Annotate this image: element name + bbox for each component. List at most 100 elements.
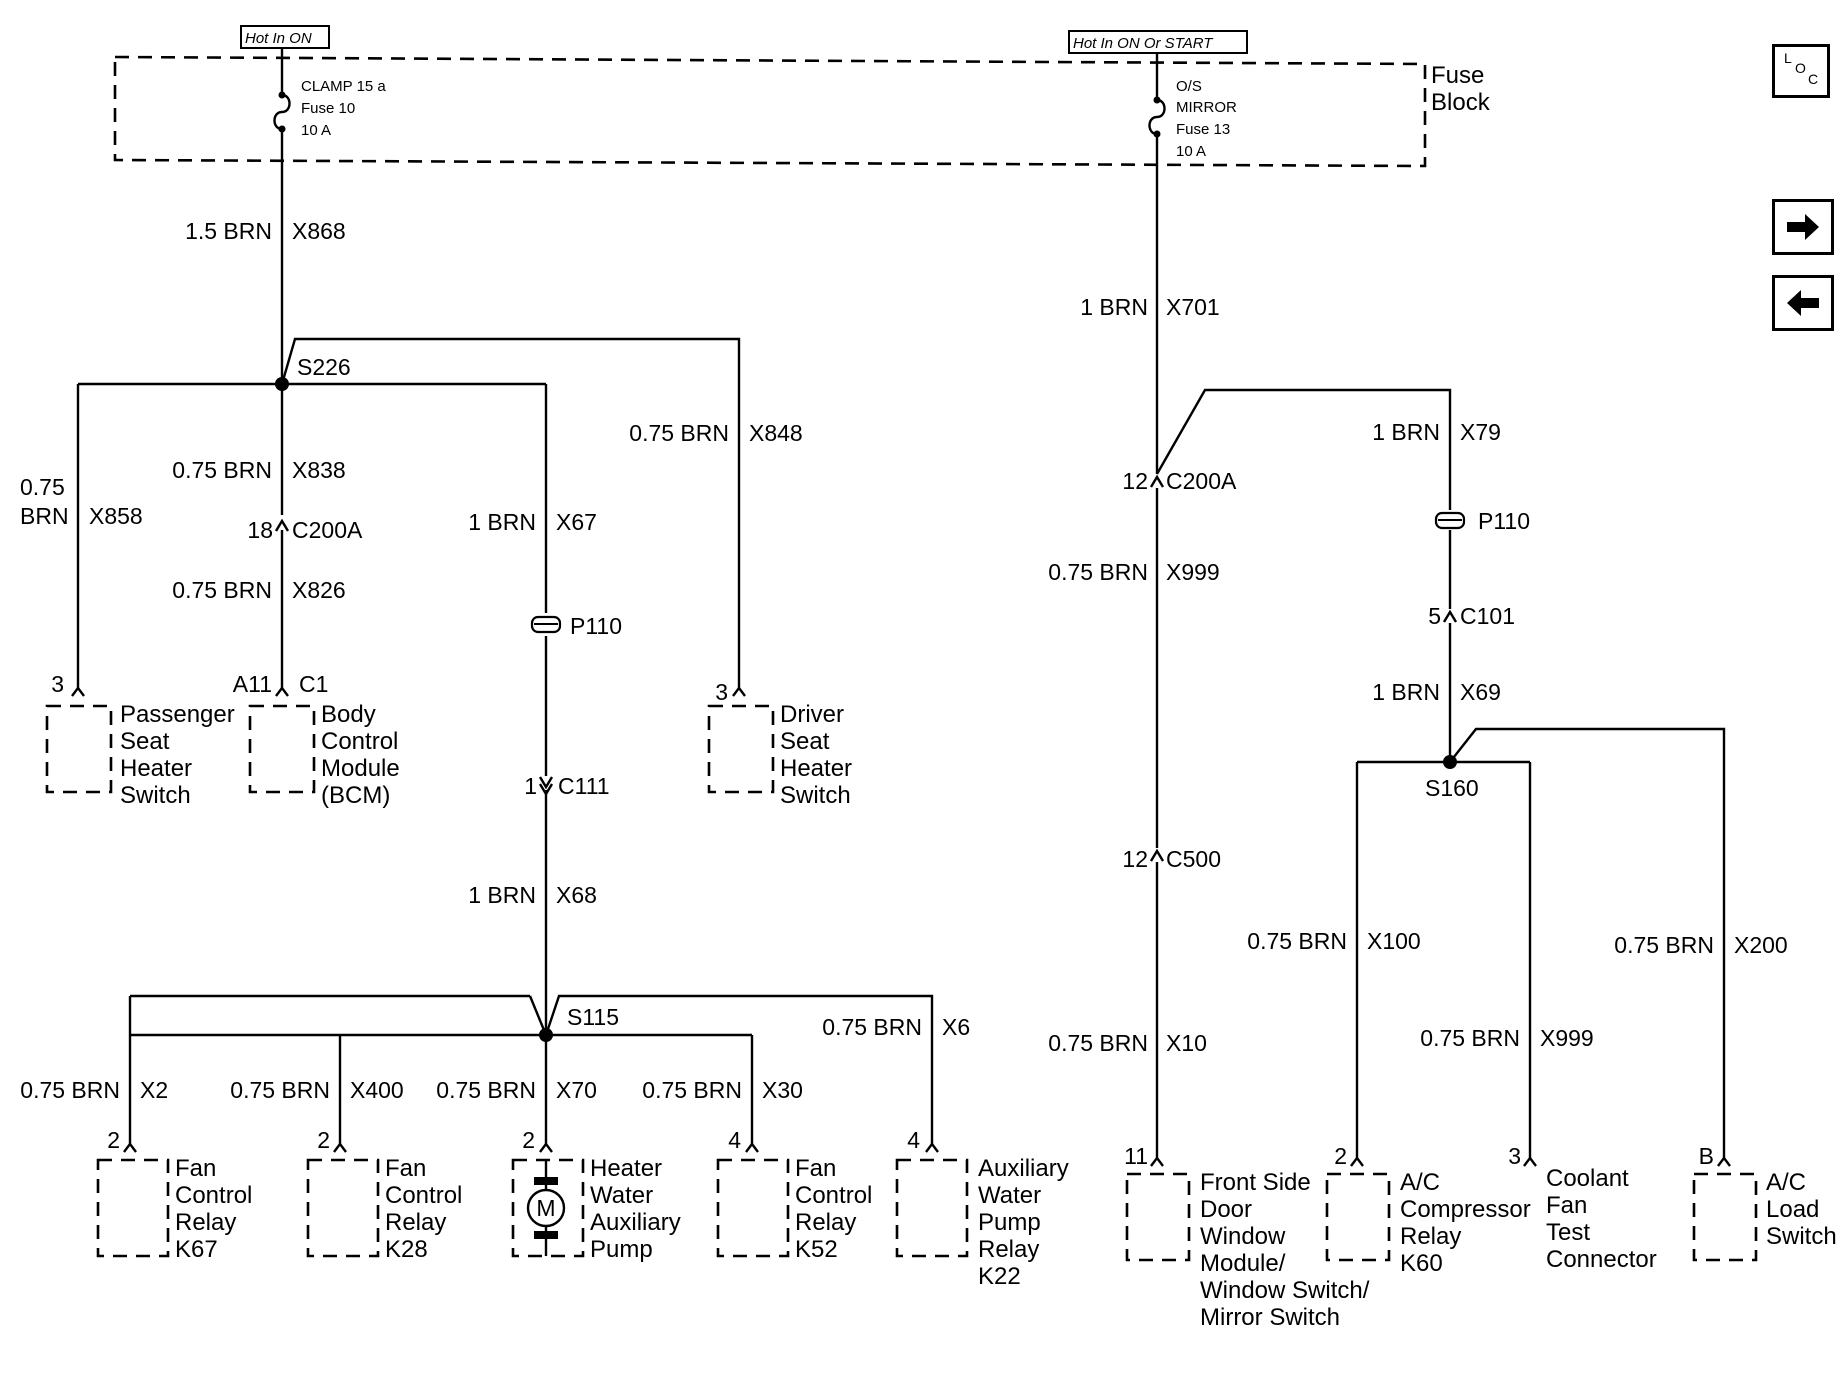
- svg-text:Switch: Switch: [120, 782, 191, 809]
- svg-text:P110: P110: [570, 613, 622, 639]
- svg-text:Connector: Connector: [1546, 1246, 1657, 1273]
- svg-text:Compressor: Compressor: [1400, 1196, 1531, 1223]
- svg-text:1.5 BRN: 1.5 BRN: [185, 218, 272, 244]
- svg-text:K28: K28: [385, 1236, 428, 1263]
- svg-text:0.75: 0.75: [20, 474, 65, 500]
- svg-text:X999: X999: [1540, 1025, 1594, 1051]
- connector-p110-right: P110: [1434, 508, 1530, 534]
- svg-text:Fan: Fan: [385, 1155, 426, 1182]
- svg-text:Relay: Relay: [978, 1236, 1039, 1263]
- wire-x67-label: 1 BRN X67: [468, 509, 597, 535]
- wire-x200-label: 0.75 BRN X200: [1614, 932, 1787, 958]
- body-control-module-bcm: A11 C1 Body Control Module (BCM): [233, 671, 400, 809]
- svg-text:Front Side: Front Side: [1200, 1169, 1311, 1196]
- svg-text:Switch: Switch: [1766, 1223, 1837, 1250]
- wire-x999a-label: 0.75 BRN X999: [1048, 559, 1219, 585]
- svg-text:C200A: C200A: [1166, 468, 1237, 494]
- svg-text:Module/: Module/: [1200, 1250, 1286, 1277]
- locator-button[interactable]: L O C: [1772, 44, 1830, 98]
- svg-text:Fan: Fan: [175, 1155, 216, 1182]
- svg-text:Module: Module: [321, 755, 400, 782]
- coolant-fan-test-connector: 3 Coolant Fan Test Connector: [1508, 1143, 1657, 1273]
- wire-x69-label: 1 BRN X69: [1372, 679, 1501, 705]
- svg-text:0.75 BRN: 0.75 BRN: [642, 1077, 742, 1103]
- svg-text:0.75 BRN: 0.75 BRN: [172, 457, 272, 483]
- wire-x79-label: 1 BRN X79: [1372, 419, 1501, 445]
- svg-text:1 BRN: 1 BRN: [468, 509, 536, 535]
- svg-text:M: M: [536, 1195, 555, 1221]
- wire-x868-label: 1.5 BRN X868: [185, 218, 346, 244]
- svg-text:Control: Control: [385, 1182, 462, 1209]
- svg-text:Door: Door: [1200, 1196, 1252, 1223]
- next-page-button[interactable]: [1772, 199, 1834, 255]
- svg-text:X848: X848: [749, 420, 803, 446]
- svg-text:X67: X67: [556, 509, 597, 535]
- arrow-right-icon: [1787, 214, 1819, 240]
- wire-x70-label: 0.75 BRN X70: [436, 1077, 597, 1103]
- svg-text:BRN: BRN: [20, 503, 69, 529]
- svg-text:X2: X2: [140, 1077, 168, 1103]
- svg-text:X68: X68: [556, 882, 597, 908]
- svg-text:Control: Control: [321, 728, 398, 755]
- svg-text:Water: Water: [978, 1182, 1041, 1209]
- svg-text:X858: X858: [89, 503, 143, 529]
- svg-text:10 A: 10 A: [301, 122, 331, 139]
- svg-text:0.75 BRN: 0.75 BRN: [629, 420, 729, 446]
- svg-text:Heater: Heater: [780, 755, 852, 782]
- svg-text:Mirror Switch: Mirror Switch: [1200, 1304, 1340, 1331]
- svg-text:1: 1: [524, 773, 537, 799]
- svg-text:Seat: Seat: [120, 728, 170, 755]
- svg-text:2: 2: [317, 1127, 330, 1153]
- svg-text:0.75 BRN: 0.75 BRN: [1614, 932, 1714, 958]
- locator-letter-l: L: [1784, 50, 1792, 66]
- svg-text:Hot In ON Or START: Hot In ON Or START: [1073, 35, 1214, 52]
- svg-text:3: 3: [51, 671, 64, 697]
- fuse-10: CLAMP 15 a Fuse 10 10 A: [273, 48, 386, 139]
- connector-c111: 1 C111: [524, 773, 609, 799]
- svg-text:2: 2: [1334, 1143, 1347, 1169]
- wire-x701-label: 1 BRN X701: [1080, 294, 1219, 320]
- svg-text:12: 12: [1122, 468, 1148, 494]
- wire-x68-label: 1 BRN X68: [468, 882, 597, 908]
- fan-control-relay-k67: 2 Fan Control Relay K67: [96, 1127, 252, 1263]
- locator-letter-o: O: [1795, 60, 1806, 76]
- svg-text:0.75 BRN: 0.75 BRN: [230, 1077, 330, 1103]
- svg-text:0.75 BRN: 0.75 BRN: [1048, 559, 1148, 585]
- svg-text:Switch: Switch: [780, 782, 851, 809]
- wire-x400-label: 0.75 BRN X400: [230, 1077, 403, 1103]
- wire-x838-label: 0.75 BRN X838: [172, 457, 345, 483]
- svg-text:X70: X70: [556, 1077, 597, 1103]
- svg-text:A11: A11: [233, 671, 272, 697]
- heater-water-auxiliary-pump: 2 M Heater Water Auxiliary Pump: [511, 1127, 681, 1263]
- driver-seat-heater-switch: 3 Driver Seat Heater Switch: [707, 679, 852, 809]
- svg-text:Window: Window: [1200, 1223, 1286, 1250]
- svg-text:Auxiliary: Auxiliary: [978, 1155, 1069, 1182]
- svg-text:Coolant: Coolant: [1546, 1165, 1629, 1192]
- wire-x2-label: 0.75 BRN X2: [20, 1077, 168, 1103]
- svg-text:C500: C500: [1166, 846, 1221, 872]
- svg-text:A/C: A/C: [1766, 1169, 1806, 1196]
- svg-text:18: 18: [247, 517, 273, 543]
- svg-text:X868: X868: [292, 218, 346, 244]
- svg-text:C101: C101: [1460, 603, 1515, 629]
- svg-text:3: 3: [1508, 1143, 1521, 1169]
- wire-x30-label: 0.75 BRN X30: [642, 1077, 803, 1103]
- previous-page-button[interactable]: [1772, 275, 1834, 331]
- svg-text:Pump: Pump: [978, 1209, 1041, 1236]
- svg-text:0.75 BRN: 0.75 BRN: [1048, 1030, 1148, 1056]
- fuse-block-label: Block: [1431, 89, 1491, 116]
- wire-x858-label: 0.75 BRN X858: [20, 474, 143, 529]
- wire-x826-label: 0.75 BRN X826: [172, 577, 345, 603]
- svg-text:K22: K22: [978, 1263, 1021, 1290]
- svg-text:11: 11: [1124, 1143, 1148, 1169]
- svg-text:Passenger: Passenger: [120, 701, 235, 728]
- svg-text:X838: X838: [292, 457, 346, 483]
- svg-text:Fuse 10: Fuse 10: [301, 100, 355, 117]
- svg-text:X400: X400: [350, 1077, 404, 1103]
- right-circuit-wires: [1155, 134, 1726, 1158]
- svg-text:Heater: Heater: [120, 755, 192, 782]
- svg-text:Relay: Relay: [385, 1209, 446, 1236]
- svg-text:Fan: Fan: [795, 1155, 836, 1182]
- svg-text:C200A: C200A: [292, 517, 363, 543]
